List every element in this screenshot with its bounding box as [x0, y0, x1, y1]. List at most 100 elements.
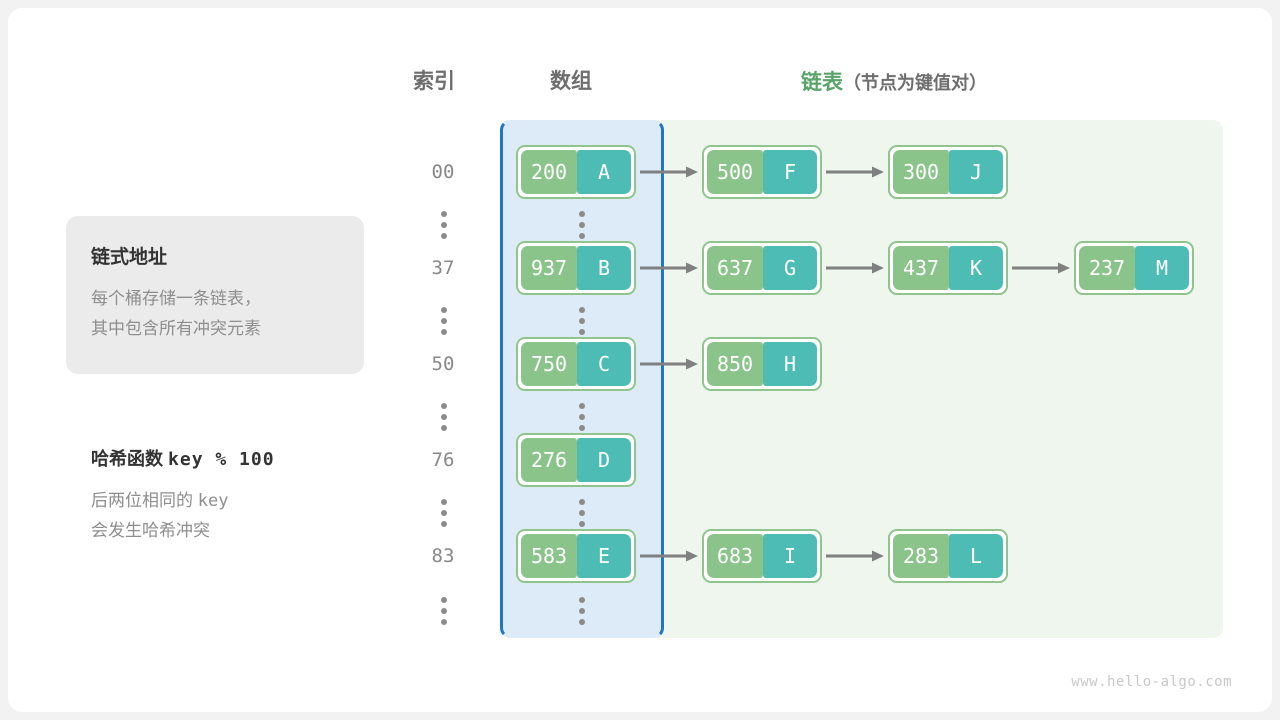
- node-key: 637: [707, 246, 763, 290]
- ellipsis-dot: [441, 597, 447, 603]
- bucket-index-label: 00: [431, 161, 455, 183]
- index-ellipsis: [439, 597, 449, 625]
- column-header-linkedlist-sub: （节点为键值对）: [843, 73, 987, 93]
- node-value: H: [763, 342, 817, 386]
- diagram-canvas: 索引 数组 链表（节点为键值对） 链式地址 每个桶存储一条链表， 其中包含所有冲…: [8, 8, 1272, 712]
- ellipsis-dot: [441, 233, 447, 239]
- node-key: 437: [893, 246, 949, 290]
- ellipsis-dot: [441, 510, 447, 516]
- node-value: A: [577, 150, 631, 194]
- ellipsis-dot: [441, 403, 447, 409]
- info-card-line-2: 其中包含所有冲突元素: [91, 319, 261, 338]
- ellipsis-dot: [441, 211, 447, 217]
- linkedlist-arrow: [640, 166, 698, 178]
- ellipsis-dot: [579, 318, 585, 324]
- hash-note-line-1-mono: key: [197, 491, 229, 511]
- ellipsis-dot: [579, 329, 585, 335]
- hash-function-label: 哈希函数: [91, 449, 163, 469]
- bucket-index-label: 83: [431, 545, 455, 567]
- ellipsis-dot: [441, 318, 447, 324]
- hash-note-line-1-cn: 后两位相同的: [91, 491, 193, 510]
- hash-function-note: 后两位相同的 key 会发生哈希冲突: [91, 486, 228, 546]
- array-ellipsis: [577, 307, 587, 335]
- node-key: 237: [1079, 246, 1135, 290]
- node-value: F: [763, 150, 817, 194]
- ellipsis-dot: [579, 510, 585, 516]
- node-value: D: [577, 438, 631, 482]
- node-value: C: [577, 342, 631, 386]
- watermark: www.hello-algo.com: [1071, 674, 1232, 690]
- linkedlist-arrow: [826, 166, 884, 178]
- ellipsis-dot: [579, 608, 585, 614]
- ellipsis-dot: [441, 307, 447, 313]
- node-value: J: [949, 150, 1003, 194]
- ellipsis-dot: [441, 608, 447, 614]
- array-ellipsis: [577, 403, 587, 431]
- ellipsis-dot: [579, 521, 585, 527]
- ellipsis-dot: [579, 307, 585, 313]
- index-ellipsis: [439, 307, 449, 335]
- hash-note-line-1: 后两位相同的 key: [91, 486, 228, 516]
- ellipsis-dot: [441, 619, 447, 625]
- linkedlist-arrow: [826, 550, 884, 562]
- ellipsis-dot: [579, 222, 585, 228]
- array-ellipsis: [577, 499, 587, 527]
- info-card-line-1: 每个桶存储一条链表，: [91, 289, 261, 308]
- node-key: 276: [521, 438, 577, 482]
- node-value: B: [577, 246, 631, 290]
- ellipsis-dot: [579, 499, 585, 505]
- node-value: G: [763, 246, 817, 290]
- node-value: M: [1135, 246, 1189, 290]
- ellipsis-dot: [441, 425, 447, 431]
- ellipsis-dot: [579, 414, 585, 420]
- node-key: 200: [521, 150, 577, 194]
- linkedlist-arrow: [640, 358, 698, 370]
- array-ellipsis: [577, 597, 587, 625]
- linkedlist-arrow: [826, 262, 884, 274]
- node-value: E: [577, 534, 631, 578]
- column-header-index: 索引: [413, 70, 455, 93]
- linkedlist-arrow: [640, 550, 698, 562]
- index-ellipsis: [439, 499, 449, 527]
- index-ellipsis: [439, 403, 449, 431]
- node-key: 500: [707, 150, 763, 194]
- bucket-index-label: 37: [431, 257, 455, 279]
- bucket-index-label: 50: [431, 353, 455, 375]
- node-value: K: [949, 246, 1003, 290]
- ellipsis-dot: [441, 414, 447, 420]
- hash-note-line-2: 会发生哈希冲突: [91, 521, 210, 540]
- column-header-linkedlist: 链表（节点为键值对）: [801, 66, 987, 96]
- hash-function-expression: key % 100: [168, 449, 275, 470]
- node-key: 583: [521, 534, 577, 578]
- node-key: 683: [707, 534, 763, 578]
- index-ellipsis: [439, 211, 449, 239]
- node-key: 850: [707, 342, 763, 386]
- ellipsis-dot: [579, 597, 585, 603]
- info-card: [66, 216, 364, 374]
- ellipsis-dot: [441, 499, 447, 505]
- ellipsis-dot: [579, 403, 585, 409]
- node-key: 300: [893, 150, 949, 194]
- ellipsis-dot: [441, 222, 447, 228]
- ellipsis-dot: [579, 233, 585, 239]
- ellipsis-dot: [579, 619, 585, 625]
- ellipsis-dot: [579, 211, 585, 217]
- hash-function-title: 哈希函数 key % 100: [91, 445, 275, 471]
- node-key: 283: [893, 534, 949, 578]
- bucket-index-label: 76: [431, 449, 455, 471]
- ellipsis-dot: [579, 425, 585, 431]
- linkedlist-arrow: [640, 262, 698, 274]
